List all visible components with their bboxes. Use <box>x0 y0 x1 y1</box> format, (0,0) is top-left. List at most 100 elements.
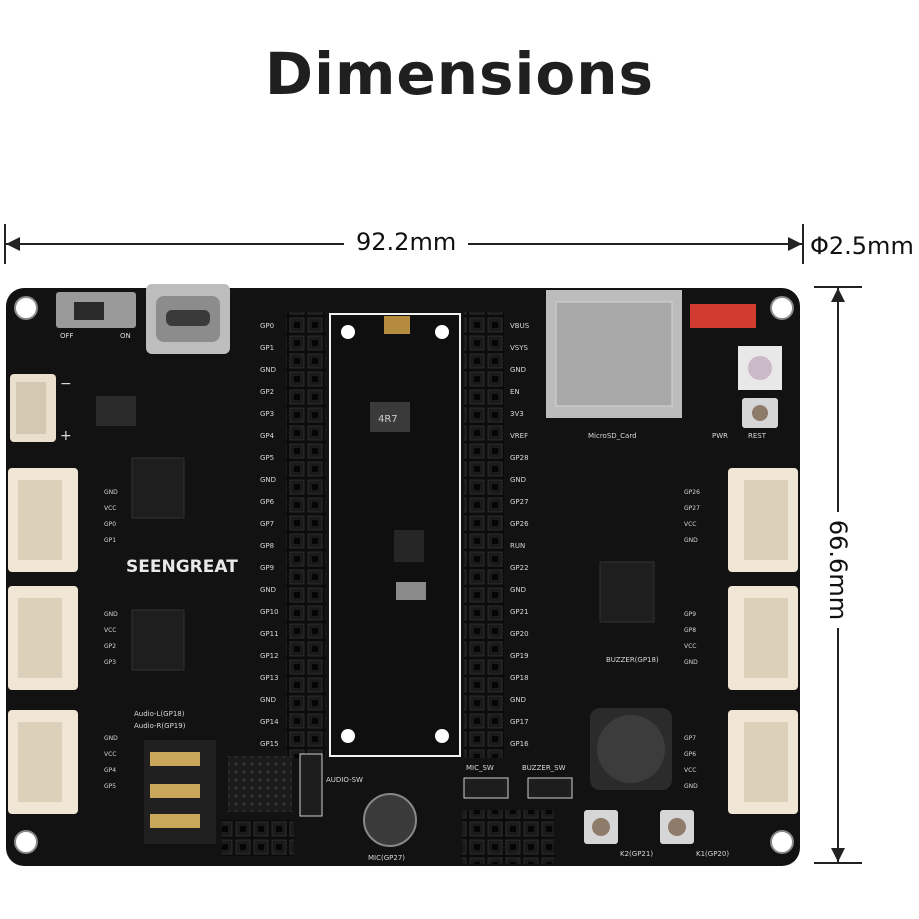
pico-right-pin-labels: VBUS VSYS GND EN 3V3 VREF GP28 GND GP27 … <box>510 322 530 748</box>
svg-text:EN: EN <box>510 388 520 396</box>
pico-left-pin-labels: GP0 GP1 GND GP2 GP3 GP4 GP5 GND GP6 GP7 … <box>260 322 279 748</box>
width-arrow-left-icon <box>6 237 20 251</box>
grove-connectors-right <box>728 468 798 814</box>
microphone: MIC(GP27) <box>363 793 417 862</box>
switch-on-label: ON <box>120 332 131 340</box>
svg-text:GP5: GP5 <box>104 783 116 790</box>
mounting-hole-icon <box>14 296 38 320</box>
svg-text:VCC: VCC <box>684 767 696 774</box>
board-illustration: OFF ON − + SEENGREAT <box>6 284 800 866</box>
svg-text:GP7: GP7 <box>260 520 274 528</box>
svg-text:RUN: RUN <box>510 542 525 550</box>
svg-text:GP1: GP1 <box>260 344 274 352</box>
reset-label: REST <box>748 432 767 440</box>
width-dimension: 92.2mm <box>4 224 804 264</box>
svg-text:GND: GND <box>104 735 118 742</box>
svg-text:GP7: GP7 <box>684 735 696 742</box>
height-label: 66.6mm <box>824 512 852 628</box>
page-title: Dimensions <box>264 40 655 108</box>
user-button-k2: K2(GP21) <box>584 810 653 858</box>
svg-text:GP17: GP17 <box>510 718 529 726</box>
svg-text:GP26: GP26 <box>510 520 529 528</box>
brand-label: SEENGREAT <box>126 557 238 577</box>
svg-text:GND: GND <box>510 586 526 594</box>
svg-text:GND: GND <box>260 476 276 484</box>
hole-diameter-label: Φ2.5mm <box>810 232 914 260</box>
switch-off-label: OFF <box>60 332 74 340</box>
bottom-pin-header <box>462 810 554 864</box>
svg-text:−: − <box>60 376 72 392</box>
power-switch: OFF ON <box>56 292 136 340</box>
mic-label: MIC(GP27) <box>368 854 405 862</box>
svg-text:GP5: GP5 <box>260 454 274 462</box>
reset-button: REST <box>742 398 778 440</box>
svg-text:GP2: GP2 <box>104 643 116 650</box>
svg-text:GND: GND <box>510 476 526 484</box>
svg-text:VSYS: VSYS <box>510 344 529 352</box>
svg-text:VREF: VREF <box>510 432 528 440</box>
audio-switch-label: AUDIO-SW <box>326 776 363 784</box>
svg-text:GP18: GP18 <box>510 674 529 682</box>
svg-text:GP6: GP6 <box>684 751 696 758</box>
svg-text:GND: GND <box>684 659 698 666</box>
svg-text:GP8: GP8 <box>260 542 274 550</box>
power-led-label: PWR <box>712 432 728 440</box>
svg-text:GP10: GP10 <box>260 608 279 616</box>
mounting-hole-icon <box>770 830 794 854</box>
svg-text:GP20: GP20 <box>510 630 529 638</box>
svg-text:GP1: GP1 <box>104 537 116 544</box>
user-button-k1: K1(GP20) <box>660 810 729 858</box>
svg-text:+: + <box>60 428 72 444</box>
svg-text:GND: GND <box>684 537 698 544</box>
audio-r-label: Audio-R(GP19) <box>134 722 186 730</box>
mounting-hole-icon <box>14 830 38 854</box>
svg-text:GND: GND <box>510 366 526 374</box>
svg-text:GP27: GP27 <box>684 505 700 512</box>
svg-text:GP11: GP11 <box>260 630 279 638</box>
svg-text:GP19: GP19 <box>510 652 529 660</box>
svg-text:GP14: GP14 <box>260 718 279 726</box>
svg-text:VBUS: VBUS <box>510 322 530 330</box>
svg-text:GND: GND <box>260 366 276 374</box>
svg-text:VCC: VCC <box>684 643 696 650</box>
ic-chip <box>131 457 185 519</box>
svg-text:GP26: GP26 <box>684 489 700 496</box>
svg-text:GND: GND <box>104 611 118 618</box>
mic-switch: MIC_SW <box>463 764 509 799</box>
component-cluster <box>228 756 292 812</box>
buzzer-switch: BUZZER_SW <box>522 764 573 799</box>
height-tick-bottom <box>814 862 862 864</box>
mounting-hole-icon <box>770 296 794 320</box>
voltage-selector-jumper <box>690 304 756 328</box>
svg-text:VCC: VCC <box>104 751 116 758</box>
svg-text:GP8: GP8 <box>684 627 696 634</box>
svg-text:GP4: GP4 <box>260 432 275 440</box>
svg-text:GP12: GP12 <box>260 652 279 660</box>
width-tick-left <box>4 224 6 264</box>
svg-text:3V3: 3V3 <box>510 410 524 418</box>
buzzer-label: BUZZER(GP18) <box>606 656 659 664</box>
battery-connector: − + <box>10 374 72 444</box>
svg-text:GND: GND <box>260 696 276 704</box>
usb-c-connector <box>146 284 230 354</box>
svg-text:GP21: GP21 <box>510 608 529 616</box>
svg-text:GP6: GP6 <box>260 498 275 506</box>
svg-text:GP3: GP3 <box>260 410 274 418</box>
svg-text:GP0: GP0 <box>260 322 274 330</box>
height-dimension: 66.6mm <box>814 286 862 864</box>
svg-text:GP2: GP2 <box>260 388 274 396</box>
svg-text:GP15: GP15 <box>260 740 279 748</box>
svg-text:GP9: GP9 <box>260 564 274 572</box>
svg-text:VCC: VCC <box>104 627 116 634</box>
buzzer <box>590 708 672 790</box>
audio-l-label: Audio-L(GP18) <box>134 710 185 718</box>
pin-header-left <box>286 312 326 758</box>
ic-chip <box>131 609 185 671</box>
ic-chip <box>599 561 655 623</box>
grove-right-labels: GP26 GP27 VCC GND GP9 GP8 VCC GND GP7 GP… <box>684 489 700 790</box>
svg-text:GP3: GP3 <box>104 659 116 666</box>
svg-text:GP0: GP0 <box>104 521 116 528</box>
svg-text:GND: GND <box>260 586 276 594</box>
bottom-pin-header <box>222 820 294 856</box>
pico-module: 4R7 <box>329 313 461 757</box>
